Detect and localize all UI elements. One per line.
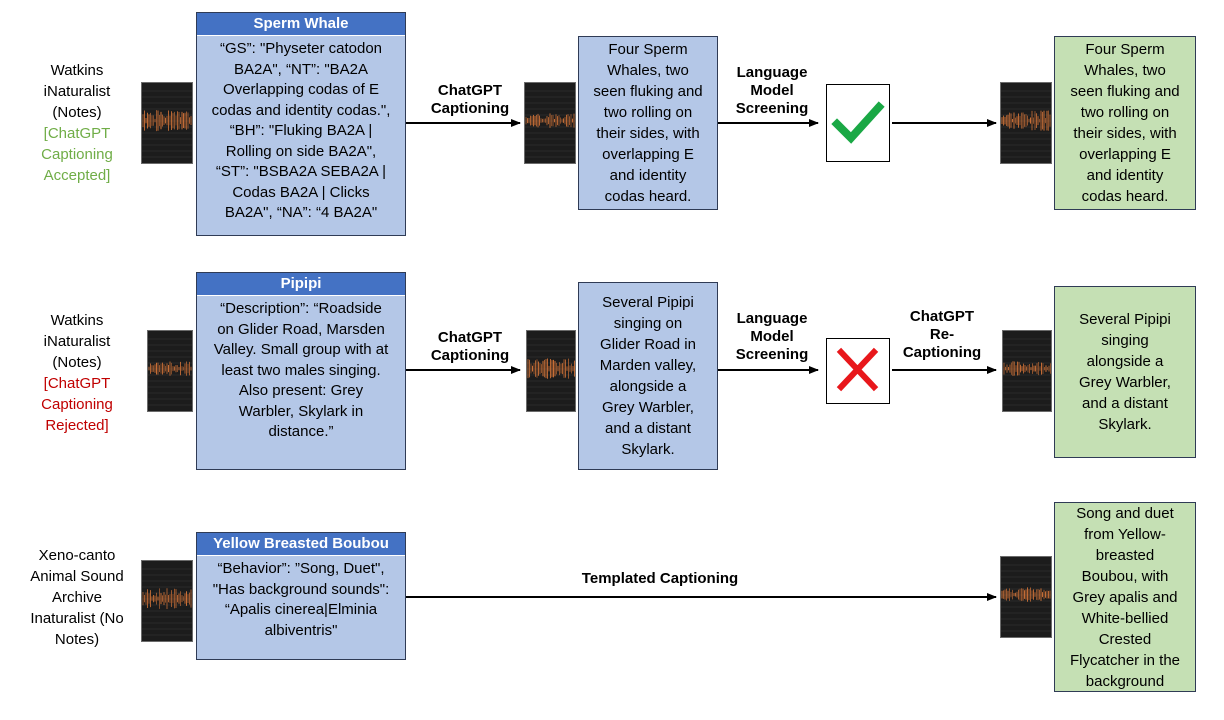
step-templated-captioning: Templated Captioning [581,570,739,587]
metadata-title: Sperm Whale [197,13,405,36]
metadata-box-pipipi: Pipipi “Description”: “Roadside on Glide… [196,272,406,470]
spectrogram-icon [141,560,193,642]
metadata-box-sperm-whale: Sperm Whale “GS”: "Physeter catodon BA2A… [196,12,406,236]
step-chatgpt-captioning: ChatGPT Captioning [430,329,510,364]
spectrogram-icon [524,82,576,164]
metadata-body: “Behavior”: ”Song, Duet", "Has backgroun… [212,560,390,639]
metadata-title: Pipipi [197,273,405,296]
source-label-row3: Xeno-canto Animal Sound Archive Inatural… [30,547,124,648]
metadata-body: “Description”: “Roadside on Glider Road,… [213,300,389,440]
step-chatgpt-captioning: ChatGPT Captioning [430,82,510,117]
checkmark-icon [831,101,885,144]
source-label-row1: Watkins iNaturalist (Notes) [ChatGPT Cap… [22,60,132,186]
spectrogram-icon [1000,556,1052,638]
metadata-body: “GS”: "Physeter catodon BA2A", “NT”: "BA… [211,40,391,221]
spectrogram-icon [147,330,193,412]
step-chatgpt-recaptioning: ChatGPT Re- Captioning [902,308,982,361]
spectrogram-icon [1002,330,1052,412]
chatgpt-caption-box: Several Pipipi singing on Glider Road in… [578,282,718,470]
final-caption-box: Several Pipipi singing alongside a Grey … [1054,286,1196,458]
spectrogram-icon [1000,82,1052,164]
step-language-model-screening: Language Model Screening [735,310,809,363]
spectrogram-icon [141,82,193,164]
chatgpt-caption-box: Four Sperm Whales, two seen fluking and … [578,36,718,210]
status-rejected: [ChatGPT [43,375,111,392]
final-caption-box: Song and duet from Yellow- breasted Boub… [1054,502,1196,692]
screening-result-rejected [826,338,890,404]
metadata-box-yellow-breasted-boubou: Yellow Breasted Boubou “Behavior”: ”Song… [196,532,406,660]
metadata-title: Yellow Breasted Boubou [197,533,405,556]
status-accepted: [ChatGPT [43,125,111,142]
final-caption-box: Four Sperm Whales, two seen fluking and … [1054,36,1196,210]
spectrogram-icon [526,330,576,412]
source-label-row2: Watkins iNaturalist (Notes) [ChatGPT Cap… [22,310,132,436]
screening-result-accepted [826,84,890,162]
step-language-model-screening: Language Model Screening [735,64,809,117]
cross-icon [836,347,879,392]
